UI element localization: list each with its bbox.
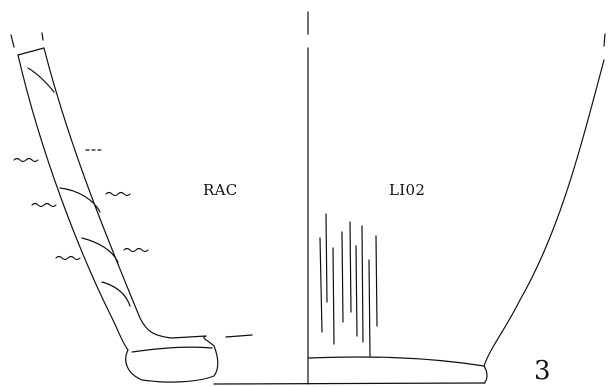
exterior-profile — [307, 33, 606, 384]
hatch-line — [319, 237, 323, 333]
right-rim-mark — [603, 33, 606, 47]
surface-hatching — [319, 213, 378, 357]
left-rim-marks — [10, 32, 44, 48]
foot-inner-line — [131, 346, 213, 353]
base-line — [213, 382, 486, 385]
wall-coil-line-3 — [101, 281, 131, 307]
base-section — [125, 334, 486, 385]
wall-rim-top — [17, 47, 45, 56]
wavy-mark-2 — [31, 202, 57, 208]
rim-mark-inner — [41, 32, 44, 41]
wavy-mark-5 — [123, 247, 149, 253]
hatch-line — [361, 225, 364, 343]
hatch-line — [325, 213, 328, 303]
wall-coil-line-1 — [59, 187, 101, 213]
hatch-line — [349, 221, 352, 313]
rim-inner-stroke — [27, 67, 55, 93]
foot-outline — [125, 335, 219, 383]
wall-inner-edge — [43, 47, 207, 339]
hatch-line — [332, 247, 335, 345]
wavy-mark-3 — [105, 191, 131, 197]
figure-number: 3 — [534, 356, 551, 386]
hatch-line — [368, 259, 371, 357]
rim-mark-outer — [10, 34, 15, 48]
hatch-line — [375, 235, 378, 327]
wavy-mark-1 — [13, 157, 39, 163]
hatch-line — [341, 231, 344, 323]
exterior-base-outline — [307, 356, 488, 384]
wall-outer-edge — [17, 54, 129, 351]
wall-coil-line-2 — [81, 237, 119, 263]
hatch-line — [355, 245, 358, 337]
wavy-marks — [13, 149, 149, 261]
exterior-wall-line — [483, 59, 605, 367]
section-label-right: LI02 — [389, 181, 426, 199]
wavy-mark-4 — [55, 255, 81, 261]
base-dash-mark — [225, 334, 253, 338]
wall-section — [17, 47, 207, 351]
section-label-left: RAC — [203, 181, 238, 199]
